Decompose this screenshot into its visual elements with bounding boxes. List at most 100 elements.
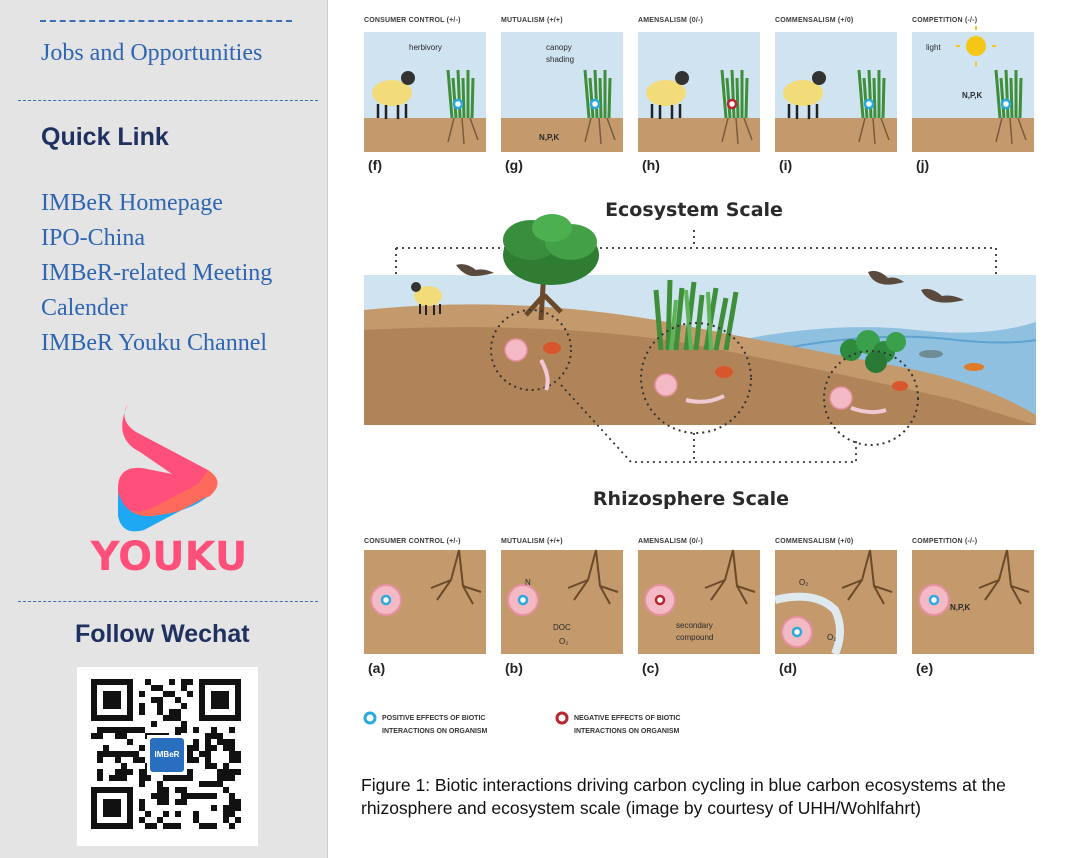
- effect-marker-icon: [589, 98, 601, 110]
- panel-title: COMMENSALISM (+/0): [775, 538, 853, 545]
- panel-letter: (e): [916, 660, 933, 676]
- grass-icon: [653, 279, 739, 351]
- panel-title: CONSUMER CONTROL (+/-): [364, 538, 461, 545]
- panel-title: AMENSALISM (0/-): [638, 17, 703, 24]
- panel-label: shading: [546, 55, 574, 64]
- nutrients-label: N,P,K: [962, 91, 983, 100]
- main-content: CONSUMER CONTROL (+/-) herbivory (f) MUTUAL…: [328, 0, 1080, 858]
- bottom-panel-1: MUTUALISM (+/+) N DOC O₂ (b): [501, 538, 623, 676]
- panel-letter: (a): [368, 660, 385, 676]
- nutrients-label: N,P,K: [950, 603, 971, 612]
- panel-letter: (j): [916, 157, 929, 173]
- youku-logo[interactable]: YOUKU: [88, 392, 250, 580]
- panel-title: COMPETITION (-/-): [912, 17, 977, 24]
- link-ipo-china[interactable]: IPO-China: [41, 225, 145, 251]
- grass-icon: [446, 69, 479, 145]
- panel-title: MUTUALISM (+/+): [501, 17, 563, 24]
- grass-icon: [583, 69, 616, 145]
- tree-icon: [503, 214, 599, 321]
- panel-label: light: [926, 43, 941, 52]
- wechat-qr-code: IMBeR: [77, 667, 258, 846]
- effect-marker-icon: [1000, 98, 1012, 110]
- root-icon: [567, 549, 619, 605]
- ecosystem-scale-title: Ecosystem Scale: [605, 199, 783, 221]
- root-icon: [430, 549, 482, 605]
- panel-letter: (i): [779, 157, 792, 173]
- panel-letter: (d): [779, 660, 797, 676]
- panel-label: O₂: [827, 633, 836, 642]
- negative-effect-icon: [555, 711, 569, 725]
- effect-marker-icon: [863, 98, 875, 110]
- jobs-link[interactable]: Jobs and Opportunities: [41, 40, 263, 66]
- effect-marker-icon: [726, 98, 738, 110]
- sheep-icon: [646, 71, 689, 119]
- grass-icon: [857, 69, 890, 145]
- link-imber-homepage[interactable]: IMBeR Homepage: [41, 190, 223, 216]
- panel-label: secondary: [676, 621, 713, 630]
- effect-marker-icon: [452, 98, 464, 110]
- root-icon: [841, 549, 893, 605]
- legend: POSITIVE EFFECTS OF BIOTIC INTERACTIONS …: [363, 711, 680, 735]
- sidebar-divider: [18, 100, 318, 101]
- youku-wordmark: YOUKU: [90, 534, 248, 580]
- panel-label: canopy: [546, 43, 572, 52]
- panel-title: COMMENSALISM (+/0): [775, 17, 853, 24]
- panel-letter: (b): [505, 660, 523, 676]
- sheep-icon: [783, 71, 826, 119]
- link-meeting-calendar[interactable]: IMBeR-related Meeting: [41, 260, 273, 286]
- bottom-panel-2: AMENSALISM (0/-) secondary compound (c): [638, 538, 760, 676]
- microbe-icon: [504, 338, 853, 410]
- panel-label: N: [525, 578, 531, 587]
- sun-icon: [956, 26, 996, 66]
- top-panel-0: CONSUMER CONTROL (+/-) herbivory (f): [364, 17, 486, 173]
- top-panel-3: COMMENSALISM (+/0) (i): [775, 17, 897, 173]
- qr-code-icon: IMBeR: [91, 679, 241, 829]
- link-youku-channel[interactable]: IMBeR Youku Channel: [41, 330, 268, 356]
- nutrients-label: N,P,K: [539, 133, 560, 142]
- grass-icon: [720, 69, 753, 145]
- rhizosphere-scale-title: Rhizosphere Scale: [593, 488, 789, 510]
- youku-logo-icon: YOUKU: [90, 404, 248, 580]
- bottom-panel-4: COMPETITION (-/-) N,P,K (e): [912, 538, 1034, 676]
- panel-title: COMPETITION (-/-): [912, 538, 977, 545]
- panel-title: CONSUMER CONTROL (+/-): [364, 17, 461, 24]
- sidebar: Jobs and Opportunities Quick Link IMBeR …: [0, 0, 328, 858]
- panel-label: O₂: [799, 578, 808, 587]
- panel-label: herbivory: [409, 43, 442, 52]
- biotic-interactions-figure: CONSUMER CONTROL (+/-) herbivory (f) MUTUAL…: [363, 17, 1037, 735]
- bottom-panels: CONSUMER CONTROL (+/-) (a) MUTUALISM (+/+)…: [364, 538, 1034, 676]
- panel-letter: (f): [368, 157, 382, 173]
- panel-label: DOC: [553, 623, 571, 632]
- panel-title: AMENSALISM (0/-): [638, 538, 703, 545]
- bird-icon: [456, 264, 964, 303]
- root-icon: [978, 549, 1030, 605]
- imber-badge-icon: [150, 738, 184, 772]
- sheep-icon: [411, 282, 442, 315]
- legend-negative-line1: NEGATIVE EFFECTS OF BIOTIC: [574, 715, 680, 722]
- follow-wechat-heading: Follow Wechat: [75, 620, 250, 648]
- positive-effect-icon: [363, 711, 377, 725]
- sidebar-divider: [18, 601, 318, 602]
- panel-letter: (c): [642, 660, 659, 676]
- crab-icon: [543, 342, 908, 391]
- panel-letter: (h): [642, 157, 660, 173]
- ecosystem-scene: [364, 214, 1037, 463]
- top-panel-2: AMENSALISM (0/-) (h): [638, 17, 760, 173]
- root-icon: [704, 549, 756, 605]
- quick-link-heading: Quick Link: [41, 123, 169, 151]
- legend-positive-line2: INTERACTIONS ON ORGANISM: [382, 728, 488, 735]
- panel-label: O₂: [559, 637, 568, 646]
- qr-badge-text: IMBeR: [155, 750, 180, 759]
- bottom-panel-3: COMMENSALISM (+/0) O₂ O₂ (d): [774, 538, 897, 676]
- figure-caption: Figure 1: Biotic interactions driving ca…: [361, 775, 1006, 818]
- panel-title: MUTUALISM (+/+): [501, 538, 563, 545]
- panel-label: compound: [676, 633, 713, 642]
- link-meeting-calendar-cont[interactable]: Calender: [41, 295, 128, 321]
- sheep-icon: [372, 71, 415, 119]
- bottom-panel-0: CONSUMER CONTROL (+/-) (a): [364, 538, 486, 676]
- top-panels: CONSUMER CONTROL (+/-) herbivory (f) MUTUAL…: [364, 17, 1034, 173]
- fish-icon: [919, 350, 984, 371]
- legend-positive-line1: POSITIVE EFFECTS OF BIOTIC: [382, 715, 485, 722]
